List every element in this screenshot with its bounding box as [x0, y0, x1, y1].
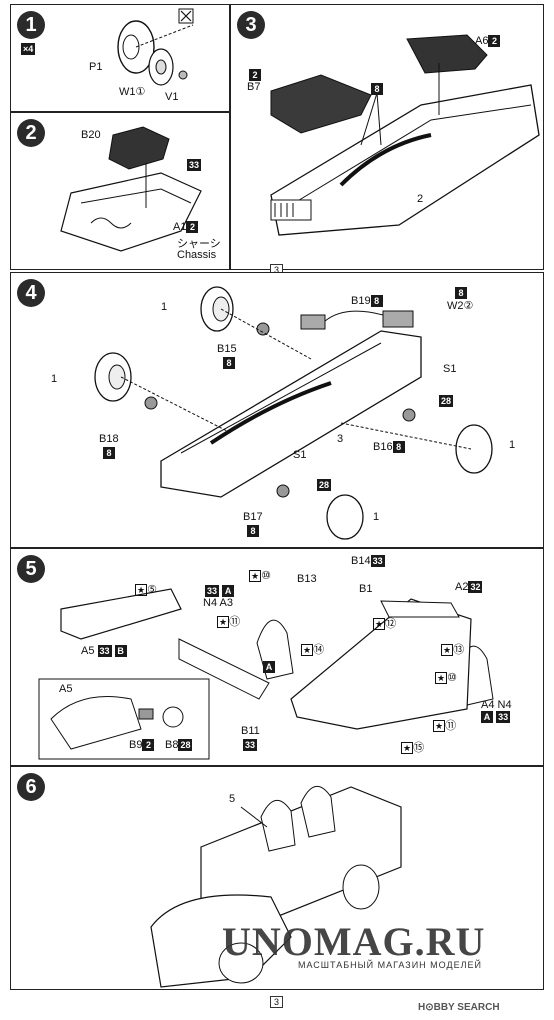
ref-5: ⑤ — [147, 584, 157, 596]
step-number: 5 — [17, 555, 45, 583]
part-label-a3: A3 — [219, 597, 233, 609]
part-label-a2: A2 — [455, 581, 469, 593]
color-code-8: 8 — [370, 295, 383, 307]
part-label-s1: S1 — [293, 449, 307, 461]
subassembly-ref-5: 5 — [229, 793, 236, 805]
subassembly-ref-3: 3 — [337, 433, 344, 445]
color-code-33: 33 — [97, 645, 112, 657]
star-marker: ★ — [135, 584, 148, 596]
ref-14: ⑭ — [313, 644, 325, 656]
part-label-b9: B9 — [129, 739, 143, 751]
part-label-n4: N4 — [203, 597, 218, 609]
ref-11: ⑪ — [229, 616, 241, 628]
color-code-8: 8 — [223, 357, 235, 369]
wheel-mount-drawing — [94, 286, 493, 540]
step-number: 3 — [237, 11, 265, 39]
chassis-drawing — [60, 126, 202, 252]
color-code-2: 2 — [249, 69, 261, 81]
part-label-a5: A5 — [81, 645, 95, 657]
step-1-panel: 1 ×4 P1 W1① V1 — [10, 4, 230, 112]
part-label-b11: B11 — [241, 725, 260, 737]
subassembly-ref-2: 2 — [417, 193, 424, 205]
chassis-en-label: Chassis — [177, 249, 217, 261]
watermark-title: UNOMAG.RU — [222, 919, 486, 964]
part-label-b20: B20 — [81, 129, 101, 141]
part-label-p1: P1 — [89, 61, 103, 73]
color-code-2: 2 — [488, 35, 501, 47]
part-label-b17: B17 — [243, 511, 263, 523]
part-label-a1: A1 — [173, 221, 187, 233]
part-label-b18: B18 — [99, 433, 119, 445]
color-code-8: 8 — [103, 447, 115, 459]
wheel-assembly-drawing — [117, 8, 194, 86]
step-number: 6 — [17, 773, 45, 801]
ref-15: ⑮ — [413, 742, 425, 754]
subassembly-ref-1: 1 — [161, 301, 168, 313]
ref-13: ⑬ — [453, 644, 465, 656]
part-label-v1: V1 — [165, 91, 179, 103]
final-assembly-drawing — [150, 786, 402, 988]
ref-10: ⑩ — [261, 570, 271, 582]
part-label-n4: N4 — [497, 699, 512, 711]
part-label-b19: B19 — [351, 295, 371, 307]
part-label-a4: A4 — [481, 699, 495, 711]
quantity-badge: ×4 — [21, 43, 36, 55]
color-code-28: 28 — [178, 739, 193, 751]
subassembly-ref-1: 1 — [373, 511, 380, 523]
floor-assembly-drawing — [270, 34, 540, 236]
watermark-subtitle: МАСШТАБНЫЙ МАГАЗИН МОДЕЛЕЙ — [298, 960, 482, 970]
color-code-8: 8 — [371, 83, 383, 95]
part-label-b15: B15 — [217, 343, 237, 355]
step-number: 1 — [17, 11, 45, 39]
subassembly-ref-1: 1 — [51, 373, 58, 385]
color-code-28: 28 — [317, 479, 332, 491]
chassis-jp-label: シャーシ — [177, 238, 221, 250]
step-number: 2 — [17, 119, 45, 147]
detail-a5-label: A5 — [59, 683, 73, 695]
part-label-b13: B13 — [297, 573, 317, 585]
subassembly-ref-1: 1 — [509, 439, 516, 451]
part-label-a6: A6 — [475, 35, 489, 47]
part-label-w1: W1① — [119, 86, 146, 98]
color-code-32: 32 — [468, 581, 483, 593]
part-label-b16: B16 — [373, 441, 393, 453]
color-code-8: 8 — [392, 441, 405, 453]
part-label-s1: S1 — [443, 363, 457, 375]
ref-12: ⑫ — [385, 618, 397, 630]
part-label-b8: B8 — [165, 739, 179, 751]
color-code-28: 28 — [439, 395, 454, 407]
part-label-b14: B14 — [351, 555, 371, 567]
hobby-search-logo: H⊙BBY SEARCH — [418, 1002, 500, 1013]
color-code-b: B — [114, 645, 127, 657]
part-label-w2: W2② — [447, 300, 474, 312]
step-number: 4 — [17, 279, 45, 307]
color-code-33: 33 — [187, 159, 202, 171]
part-label-b7: B7 — [247, 81, 261, 93]
color-code-8: 8 — [455, 287, 467, 299]
color-code-8: 8 — [247, 525, 259, 537]
page-number-bottom: 3 — [270, 996, 284, 1008]
step-6-panel: 6 5 — [10, 766, 544, 990]
part-label-b1: B1 — [359, 583, 373, 595]
color-code-2: 2 — [186, 221, 199, 233]
